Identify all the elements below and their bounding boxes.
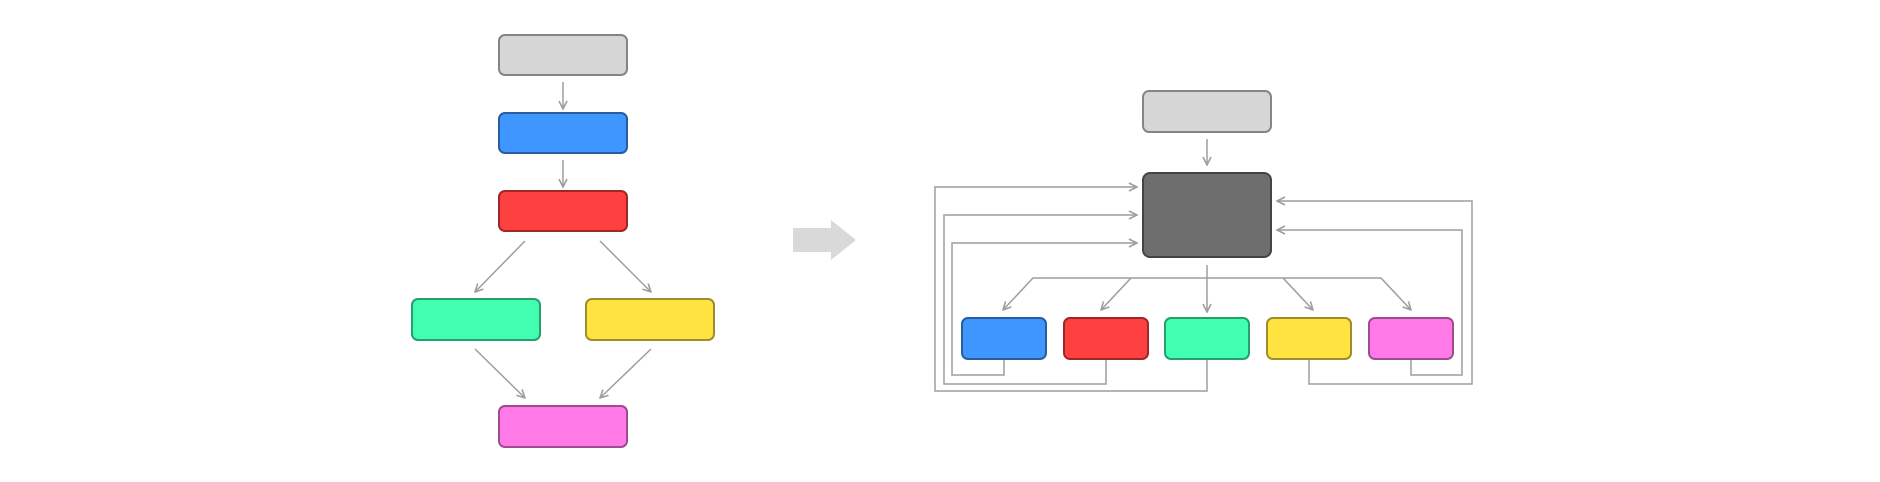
right-node-start: [1142, 90, 1272, 133]
left-node-branch-b: [585, 298, 715, 341]
left-node-join: [498, 405, 628, 448]
right-node-worker-3: [1164, 317, 1250, 360]
edge-dispatch-to-worker-4: [1282, 277, 1313, 310]
edge-worker-1-feedback: [951, 243, 1137, 376]
edge-branch-a-to-join: [474, 348, 525, 398]
right-orchestrator-diagram: [934, 90, 1473, 392]
edge-worker-3-feedback: [934, 187, 1208, 392]
left-workflow-diagram: [411, 34, 715, 448]
right-connectors: [934, 139, 1473, 392]
edge-step2-to-branch-b: [599, 240, 651, 292]
edge-dispatch-to-worker-2: [1101, 277, 1132, 310]
edge-worker-4-feedback: [1277, 201, 1473, 385]
edge-dispatch-to-worker-5: [1207, 277, 1411, 310]
left-node-step-2: [498, 190, 628, 232]
right-node-worker-5: [1368, 317, 1454, 360]
edge-worker-2-feedback: [943, 215, 1137, 385]
edge-dispatch-to-worker-1: [1003, 277, 1207, 310]
right-node-worker-2: [1063, 317, 1149, 360]
edge-branch-b-to-join: [600, 348, 652, 398]
left-node-start: [498, 34, 628, 76]
left-node-step-1: [498, 112, 628, 154]
edge-worker-5-feedback: [1277, 230, 1463, 376]
right-node-orchestrator: [1142, 172, 1272, 258]
right-node-worker-1: [961, 317, 1047, 360]
left-connectors: [475, 82, 651, 398]
transform-arrow-icon: [793, 220, 856, 260]
edge-step2-to-branch-a: [475, 240, 526, 292]
right-node-worker-4: [1266, 317, 1352, 360]
left-node-branch-a: [411, 298, 541, 341]
